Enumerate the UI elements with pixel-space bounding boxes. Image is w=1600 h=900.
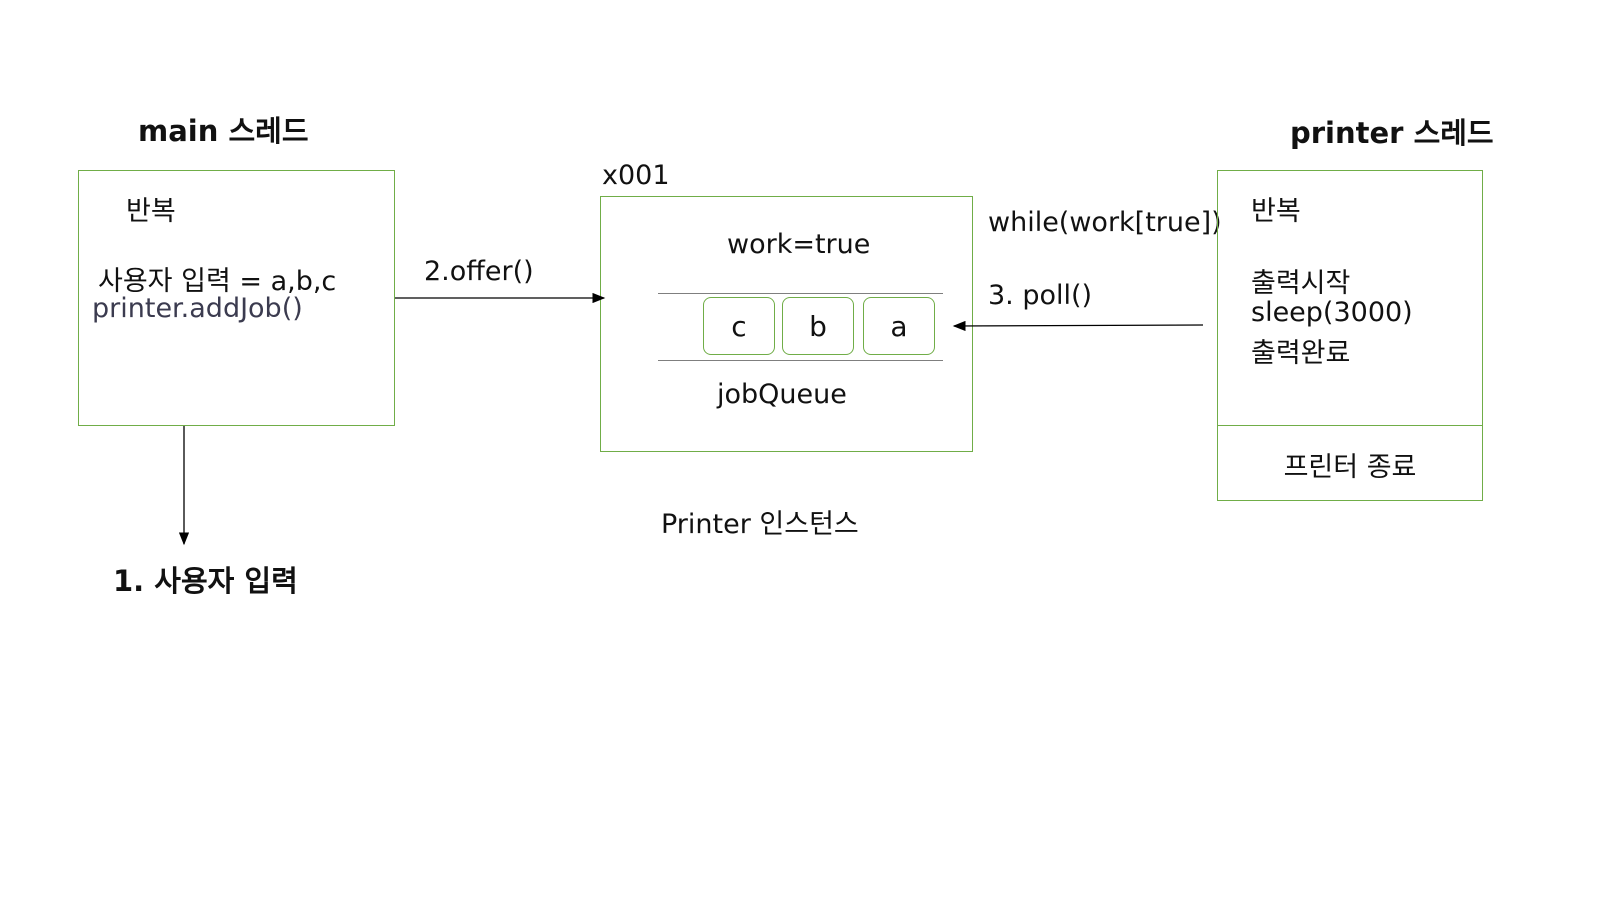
user-input-line: 사용자 입력 = a,b,c <box>98 266 337 297</box>
main-loop-label: 반복 <box>126 196 176 227</box>
poll-arrow <box>952 320 1204 332</box>
queue-item: c <box>703 297 775 355</box>
printer-thread-box: 반복 출력시작 sleep(3000) 출력완료 프린터 종료 <box>1217 170 1483 501</box>
print-done-line: 출력완료 <box>1251 338 1351 369</box>
add-job-call: printer.addJob() <box>92 293 303 324</box>
main-thread-box: 반복 사용자 입력 = a,b,c printer.addJob() <box>78 170 395 426</box>
printer-thread-heading: printer 스레드 <box>1290 116 1494 150</box>
while-label: while(work[true]) <box>988 207 1222 238</box>
step1-label: 1. 사용자 입력 <box>113 564 298 598</box>
sleep-line: sleep(3000) <box>1251 297 1413 328</box>
queue-top-line <box>658 293 943 294</box>
queue-bottom-line <box>658 360 943 361</box>
printer-instance-box: work=true c b a jobQueue <box>600 196 973 452</box>
printer-loop-label: 반복 <box>1251 196 1301 227</box>
queue-label: jobQueue <box>717 379 847 410</box>
printer-thread-divider <box>1218 425 1482 426</box>
poll-label: 3. poll() <box>988 280 1093 311</box>
queue-item: a <box>863 297 935 355</box>
instance-address: x001 <box>602 160 670 191</box>
print-start-line: 출력시작 <box>1251 268 1351 299</box>
main-thread-heading: main 스레드 <box>138 114 309 148</box>
printer-end-label: 프린터 종료 <box>1283 452 1417 483</box>
instance-caption: Printer 인스턴스 <box>661 509 859 540</box>
work-flag: work=true <box>727 229 871 260</box>
queue-item: b <box>782 297 854 355</box>
offer-label: 2.offer() <box>424 256 534 287</box>
